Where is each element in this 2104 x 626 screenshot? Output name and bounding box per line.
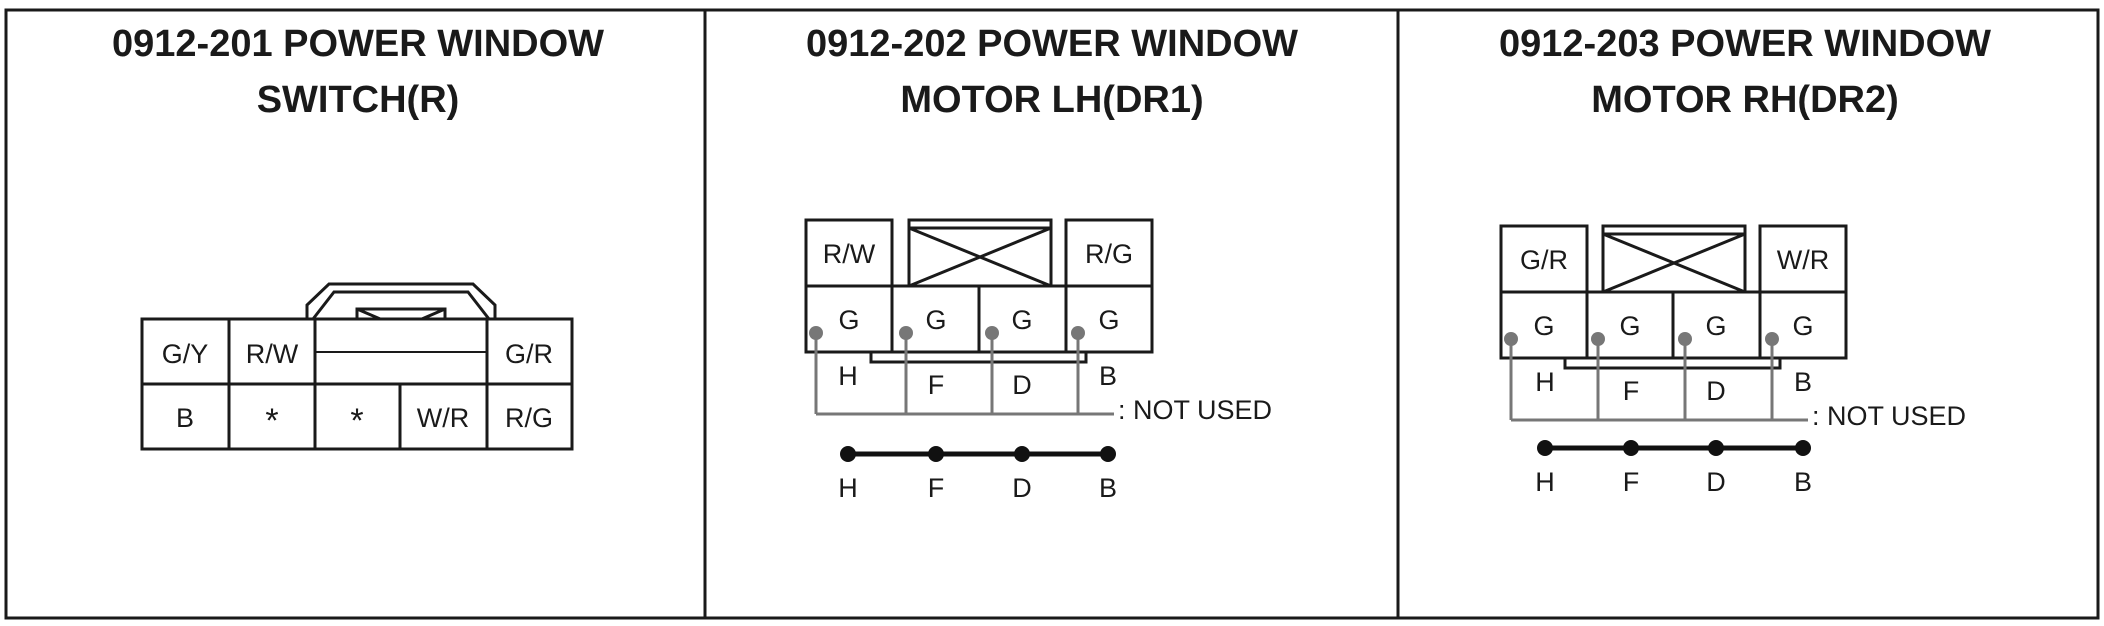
lh-terminal-2: G bbox=[925, 305, 946, 335]
switch-pin-bottom-2-unused: * bbox=[265, 402, 278, 440]
rh-top-left-label: G/R bbox=[1520, 245, 1568, 275]
rh-circuit-label-h: H bbox=[1535, 467, 1555, 497]
lh-wire-dot-h bbox=[809, 326, 823, 340]
rh-terminal-4: G bbox=[1792, 311, 1813, 341]
switch-pin-bottom-1: B bbox=[176, 403, 194, 433]
rh-top-right-label: W/R bbox=[1777, 245, 1829, 275]
rh-bottom-bracket bbox=[1563, 358, 1782, 370]
panel-1-title-line2: SWITCH(R) bbox=[257, 79, 460, 121]
switch-pin-top-2: R/W bbox=[246, 339, 299, 369]
lh-top-right-label: R/G bbox=[1085, 239, 1133, 269]
rh-wire-dot-f bbox=[1591, 332, 1605, 346]
lh-pin-h: H bbox=[838, 361, 858, 391]
lh-circuit-node-h bbox=[840, 446, 856, 462]
lh-pin-f: F bbox=[928, 370, 945, 400]
rh-pin-d: D bbox=[1706, 376, 1726, 406]
lh-top-left-label: R/W bbox=[823, 239, 876, 269]
lh-locking-tab-cross-b bbox=[908, 226, 1052, 288]
rh-wire-dot-h bbox=[1504, 332, 1518, 346]
lh-circuit-node-d bbox=[1014, 446, 1030, 462]
lh-terminal-3: G bbox=[1011, 305, 1032, 335]
rh-circuit-label-b: B bbox=[1794, 467, 1812, 497]
switch-pin-bottom-3-unused: * bbox=[350, 402, 363, 440]
panel-2-title-line1: 0912-202 POWER WINDOW bbox=[806, 23, 1298, 65]
rh-wire-dot-b bbox=[1765, 332, 1779, 346]
rh-circuit-node-f bbox=[1623, 440, 1639, 456]
switch-pin-top-5: G/R bbox=[505, 339, 553, 369]
panel-3-title-line2: MOTOR RH(DR2) bbox=[1591, 79, 1899, 121]
rh-pin-f: F bbox=[1623, 376, 1640, 406]
panel-2-title-line2: MOTOR LH(DR1) bbox=[900, 79, 1203, 121]
switch-pin-bottom-5: R/G bbox=[505, 403, 553, 433]
rh-circuit-node-b bbox=[1795, 440, 1811, 456]
switch-connector-hood-inner bbox=[311, 290, 491, 320]
rh-not-used-legend: : NOT USED bbox=[1812, 401, 1966, 431]
panel-power-window-motor-lh: 0912-202 POWER WINDOW MOTOR LH(DR1) R/W … bbox=[804, 23, 1298, 503]
switch-pin-top-1: G/Y bbox=[162, 339, 209, 369]
panel-power-window-motor-rh: 0912-203 POWER WINDOW MOTOR RH(DR2) G/R … bbox=[1499, 23, 1991, 497]
rh-circuit-label-d: D bbox=[1706, 467, 1726, 497]
rh-terminal-1: G bbox=[1533, 311, 1554, 341]
panel-3-title-line1: 0912-203 POWER WINDOW bbox=[1499, 23, 1991, 65]
lh-circuit-label-f: F bbox=[928, 473, 945, 503]
rh-locking-tab-cross-b bbox=[1602, 232, 1746, 294]
lh-not-used-legend: : NOT USED bbox=[1118, 395, 1272, 425]
lh-wire-dot-f bbox=[899, 326, 913, 340]
rh-terminal-2: G bbox=[1619, 311, 1640, 341]
sheet-border bbox=[4, 8, 2100, 620]
rh-circuit-node-h bbox=[1537, 440, 1553, 456]
lh-circuit-node-b bbox=[1100, 446, 1116, 462]
rh-terminal-3: G bbox=[1705, 311, 1726, 341]
rh-pin-h: H bbox=[1535, 367, 1555, 397]
rh-wire-dot-d bbox=[1678, 332, 1692, 346]
rh-pin-b: B bbox=[1794, 367, 1812, 397]
lh-bottom-bracket bbox=[869, 352, 1088, 364]
lh-terminal-1: G bbox=[838, 305, 859, 335]
panel-1-title-line1: 0912-201 POWER WINDOW bbox=[112, 23, 604, 65]
lh-circuit-label-d: D bbox=[1012, 473, 1032, 503]
rh-circuit-node-d bbox=[1708, 440, 1724, 456]
panel-power-window-switch: 0912-201 POWER WINDOW SWITCH(R) G/Y R/W … bbox=[112, 23, 604, 451]
lh-circuit-label-b: B bbox=[1099, 473, 1117, 503]
lh-circuit-node-f bbox=[928, 446, 944, 462]
lh-pin-b: B bbox=[1099, 361, 1117, 391]
switch-pin-bottom-4: W/R bbox=[417, 403, 469, 433]
lh-pin-d: D bbox=[1012, 370, 1032, 400]
lh-terminal-4: G bbox=[1098, 305, 1119, 335]
switch-connector-hood-outer bbox=[305, 282, 497, 319]
rh-circuit-label-f: F bbox=[1623, 467, 1640, 497]
lh-wire-dot-d bbox=[985, 326, 999, 340]
rh-top-left-cell bbox=[1499, 224, 1589, 294]
lh-wire-dot-b bbox=[1071, 326, 1085, 340]
lh-circuit-label-h: H bbox=[838, 473, 858, 503]
